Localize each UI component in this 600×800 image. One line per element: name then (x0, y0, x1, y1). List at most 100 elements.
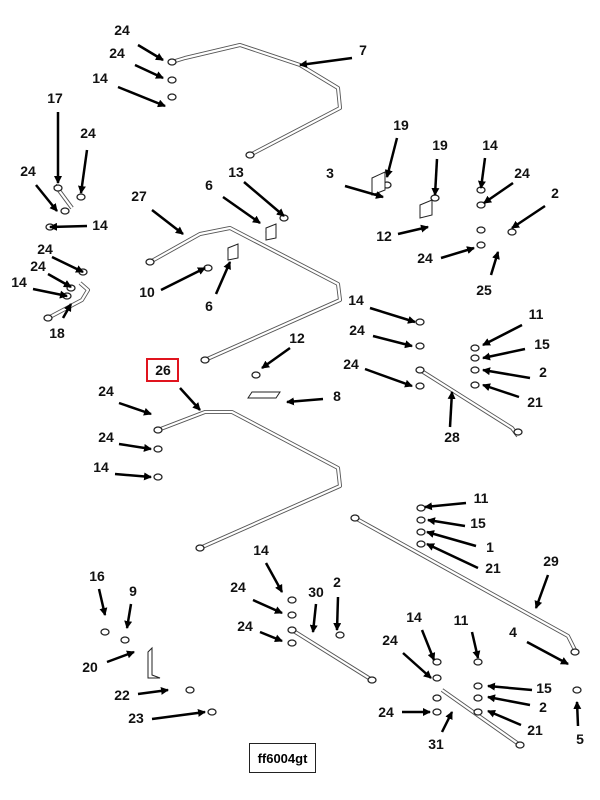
callout-label[interactable]: 14 (93, 459, 109, 475)
callout-arrow (61, 303, 73, 319)
callout-arrow (384, 137, 399, 178)
callout-label[interactable]: 14 (482, 137, 498, 153)
callout-label[interactable]: 1 (486, 539, 494, 555)
callout-label[interactable]: 22 (114, 687, 130, 703)
fitting-part (476, 241, 486, 249)
callout-label[interactable]: 11 (473, 490, 489, 506)
callout-label[interactable]: 10 (139, 284, 155, 300)
callout-label[interactable]: 24 (230, 579, 246, 595)
callout-label[interactable]: 19 (432, 137, 448, 153)
callout-label[interactable]: 15 (536, 680, 552, 696)
callout-label[interactable]: 9 (129, 583, 137, 599)
fitting-part (416, 528, 426, 536)
callout-label[interactable]: 19 (393, 117, 409, 133)
callout-label[interactable]: 24 (417, 250, 433, 266)
callout-label[interactable]: 24 (382, 632, 398, 648)
callout-label[interactable]: 31 (428, 736, 444, 752)
fitting-part (167, 93, 177, 101)
callout-label[interactable]: 14 (406, 609, 422, 625)
callout-arrow (151, 209, 184, 235)
callout-label[interactable]: 7 (359, 42, 367, 58)
callout-arrow (573, 701, 582, 727)
callout-label[interactable]: 3 (326, 165, 334, 181)
callout-label[interactable]: 24 (20, 163, 36, 179)
callout-label[interactable]: 15 (534, 336, 550, 352)
callout-label[interactable]: 26 (155, 362, 171, 378)
callout-arrow (483, 181, 514, 205)
callout-label[interactable]: 15 (470, 515, 486, 531)
callout-label[interactable]: 14 (92, 70, 108, 86)
fitting-part (200, 356, 210, 364)
callout-label[interactable]: 6 (205, 177, 213, 193)
callout-label[interactable]: 11 (453, 612, 469, 628)
callout-label[interactable]: 4 (509, 624, 517, 640)
callout-label[interactable]: 21 (527, 394, 543, 410)
pipe-31 (440, 688, 522, 747)
fitting-part (287, 639, 297, 647)
fitting-part (476, 201, 486, 209)
callout-label[interactable]: 24 (37, 241, 53, 257)
callout-label[interactable]: 29 (543, 553, 559, 569)
callout-label[interactable]: 24 (237, 618, 253, 634)
callout-label[interactable]: 12 (376, 228, 392, 244)
callout-label[interactable]: 14 (253, 542, 269, 558)
callout-label[interactable]: 28 (444, 429, 460, 445)
callout-label[interactable]: 24 (30, 258, 46, 274)
callout-label[interactable]: 24 (378, 704, 394, 720)
callout-label[interactable]: 23 (128, 710, 144, 726)
callout-label[interactable]: 24 (114, 22, 130, 38)
callout-arrow (426, 542, 479, 570)
fitting-part (473, 708, 483, 716)
pipe-28 (418, 368, 520, 438)
callout-label[interactable]: 11 (528, 306, 544, 322)
fitting-part (470, 344, 480, 352)
callout-label[interactable]: 8 (333, 388, 341, 404)
callout-label[interactable]: 2 (551, 185, 559, 201)
callout-label[interactable]: 18 (49, 325, 65, 341)
callout-label[interactable]: 17 (47, 90, 63, 106)
callout-label[interactable]: 27 (131, 188, 147, 204)
callout-label[interactable]: 24 (80, 125, 96, 141)
callout-label[interactable]: 2 (333, 574, 341, 590)
fitting-part (515, 741, 525, 749)
callout-arrow (118, 442, 152, 452)
callout-arrow (427, 517, 466, 528)
callout-label[interactable]: 6 (205, 298, 213, 314)
fitting-part (473, 682, 483, 690)
fitting-part (251, 371, 261, 379)
fitting-part (513, 428, 523, 436)
callout-label[interactable]: 14 (92, 217, 108, 233)
callout-label[interactable]: 21 (485, 560, 501, 576)
callout-label[interactable]: 12 (289, 330, 305, 346)
callout-label[interactable]: 20 (82, 659, 98, 675)
callout-label[interactable]: 24 (343, 356, 359, 372)
callout-label[interactable]: 24 (109, 45, 125, 61)
callout-label[interactable]: 24 (514, 165, 530, 181)
fitting-part (415, 342, 425, 350)
fitting-part (120, 636, 130, 644)
callout-label[interactable]: 13 (228, 164, 244, 180)
callout-label[interactable]: 25 (476, 282, 492, 298)
callout-arrow (424, 501, 467, 511)
callout-label[interactable]: 5 (576, 731, 584, 747)
callout-arrow (214, 261, 232, 295)
callout-arrow (49, 222, 88, 231)
callout-arrow (369, 306, 416, 324)
pipe-30 (290, 628, 374, 682)
callout-label[interactable]: 24 (98, 429, 114, 445)
callout-label[interactable]: 24 (349, 322, 365, 338)
pipe-29 (354, 516, 577, 651)
callout-label[interactable]: 2 (539, 364, 547, 380)
callout-label[interactable]: 21 (527, 722, 543, 738)
callout-arrow (124, 603, 133, 629)
callout-label[interactable]: 14 (348, 292, 364, 308)
bracket-8 (247, 391, 281, 399)
callout-label[interactable]: 16 (89, 568, 105, 584)
callout-label[interactable]: 14 (11, 274, 27, 290)
fitting-part (473, 694, 483, 702)
callout-label[interactable]: 2 (539, 699, 547, 715)
callout-arrow (309, 603, 318, 633)
callout-label[interactable]: 30 (308, 584, 324, 600)
callout-label[interactable]: 24 (98, 383, 114, 399)
